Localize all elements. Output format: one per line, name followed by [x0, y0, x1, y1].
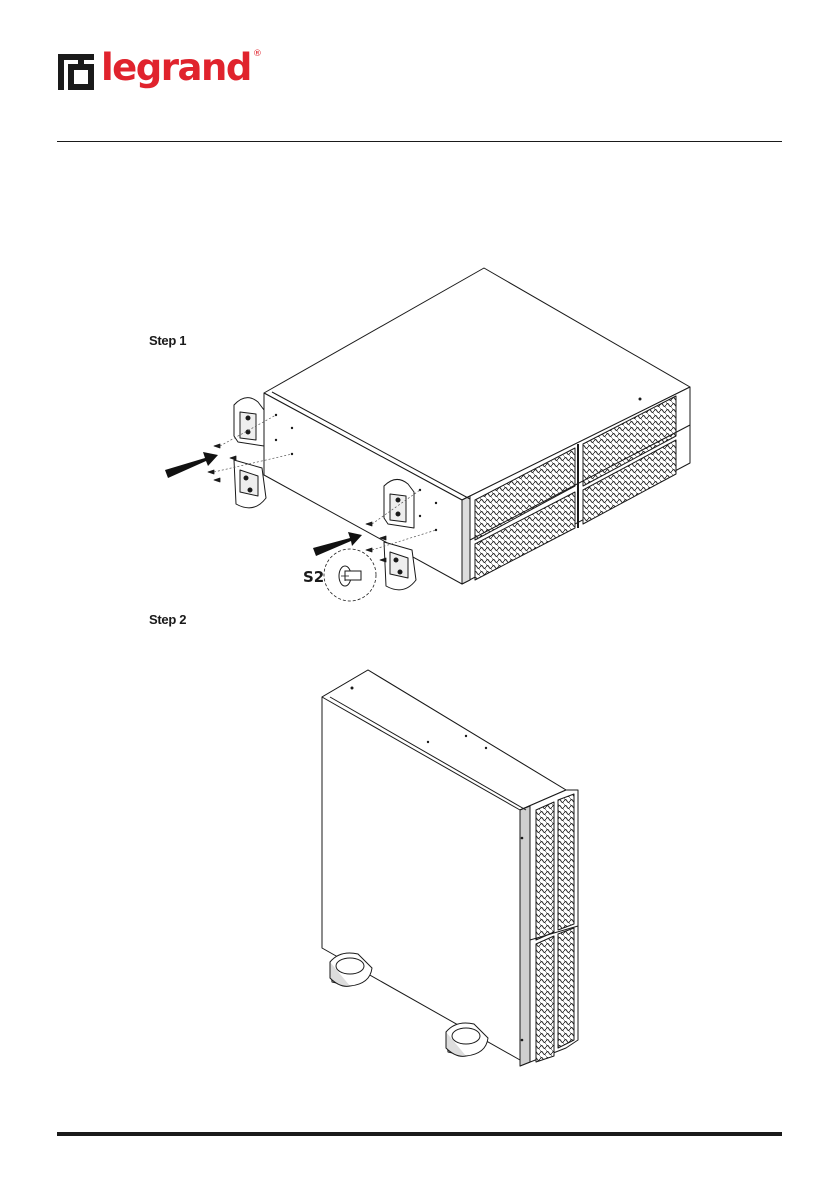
front-mesh-grille-lower-left — [536, 936, 554, 1062]
s2-screw-callout — [324, 549, 376, 601]
insert-arrow-rear — [165, 452, 218, 478]
front-mesh-grille-upper-right — [558, 794, 574, 930]
ups-horizontal-illustration — [208, 268, 690, 590]
front-mesh-grille-upper-left — [536, 802, 554, 940]
front-mesh-grille-lower-right — [558, 928, 574, 1048]
screw-label-s2: S2 — [303, 568, 324, 586]
foot-bracket-rear-lower — [234, 460, 266, 508]
ups-vertical-illustration — [322, 670, 578, 1066]
foot-bracket-front-upper — [384, 479, 414, 528]
screws-rear — [208, 444, 236, 482]
foot-bracket-rear-upper — [234, 398, 264, 446]
footer-divider — [57, 1132, 782, 1136]
